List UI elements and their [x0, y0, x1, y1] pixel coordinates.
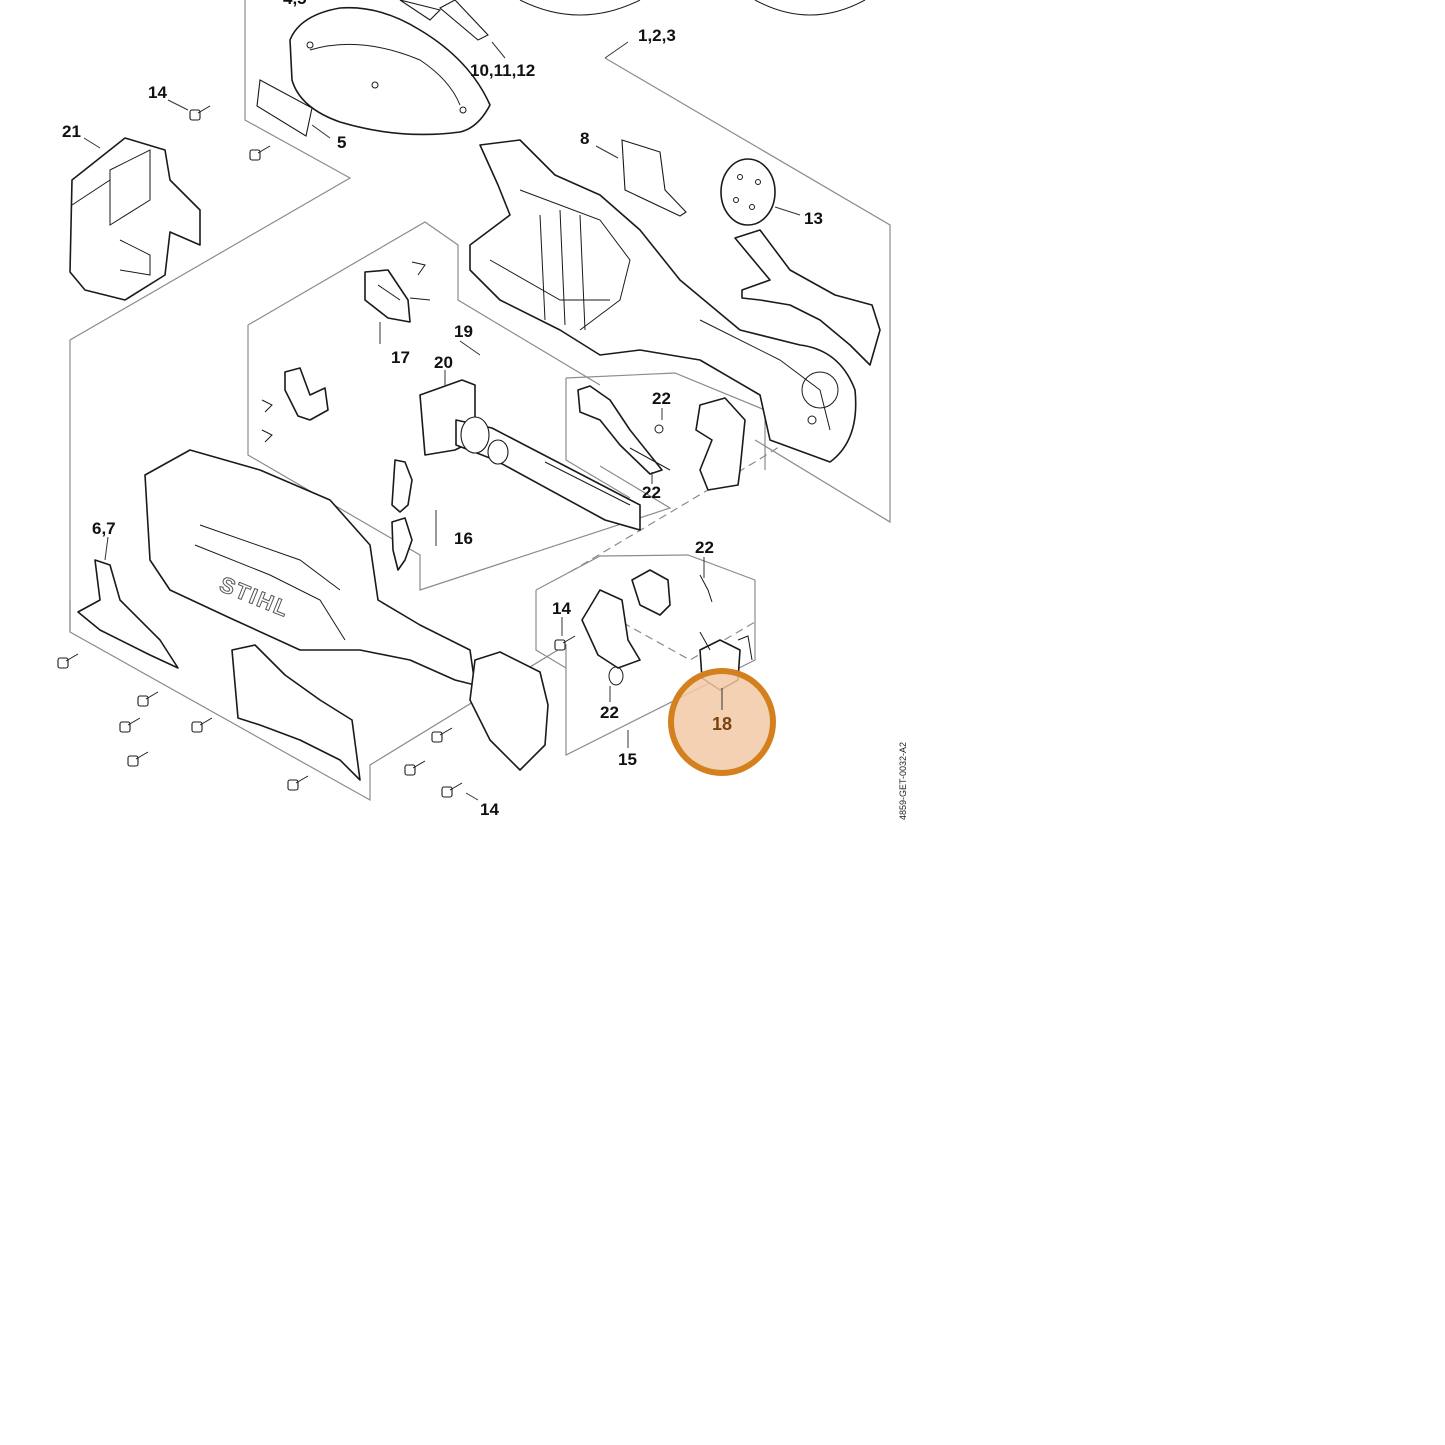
- screw-icon: [189, 105, 211, 121]
- label-sticker-5: [256, 79, 313, 137]
- strip-part-6-7: [77, 559, 179, 669]
- screw-icon: [127, 751, 149, 767]
- callout-19: 19: [454, 322, 473, 341]
- drawing-id: 4859-GET-0032-A2: [898, 742, 908, 820]
- callout-8: 8: [580, 129, 589, 148]
- highlight-circle[interactable]: [668, 668, 776, 776]
- callout-13: 13: [804, 209, 823, 228]
- screw-icon: [404, 760, 426, 776]
- callout-4-5: 4,5: [283, 0, 307, 8]
- screw-icon: [554, 635, 576, 651]
- group-outlines: [69, 0, 891, 802]
- lower-cover-strip-part: [231, 644, 361, 781]
- label-part-8: [621, 139, 687, 217]
- callout-16: 16: [454, 529, 473, 548]
- clip-part-21: [69, 137, 201, 301]
- callout-22-b: 22: [642, 483, 661, 502]
- switch-group-15: [581, 569, 713, 686]
- callout-14-b: 14: [552, 599, 571, 618]
- callout-21: 21: [62, 122, 81, 141]
- screw-icon: [137, 691, 159, 707]
- screw-icon: [441, 782, 463, 798]
- disc-part-13: [720, 158, 776, 226]
- screw-icon: [191, 717, 213, 733]
- callout-10-11-12: 10,11,12: [470, 61, 535, 80]
- callout-22-c: 22: [695, 538, 714, 557]
- callout-6-7: 6,7: [92, 519, 116, 538]
- callout-22-a: 22: [652, 389, 671, 408]
- rear-cap-part: [469, 651, 549, 771]
- top-cover-part: [289, 0, 491, 136]
- latch-lever-part: [261, 367, 329, 443]
- callout-14-c: 14: [480, 800, 499, 819]
- shaft-assembly-part-19-20: [419, 379, 641, 531]
- housing-half-left-part: STIHL: [144, 449, 476, 686]
- trigger-part-17: [364, 261, 431, 323]
- screw-group: [57, 105, 576, 798]
- side-cover-strip-part: [734, 229, 881, 366]
- callout-labels: 4,5 10,11,12 1,2,3 14 5 21 8 13 19 20 17…: [62, 0, 823, 819]
- screw-icon: [57, 653, 79, 669]
- highlight-part-18[interactable]: 18: [668, 668, 776, 776]
- leader-lines: [83, 41, 801, 801]
- highlight-label[interactable]: 18: [712, 714, 732, 734]
- callout-14: 14: [148, 83, 167, 102]
- housing-half-part: [469, 139, 857, 463]
- callout-1-2-3: 1,2,3: [638, 26, 676, 45]
- lever-set-22-upper: [577, 385, 746, 491]
- screw-icon: [249, 145, 271, 161]
- callout-5: 5: [337, 133, 346, 152]
- screw-icon: [287, 775, 309, 791]
- callout-17: 17: [391, 348, 410, 367]
- callout-22-d: 22: [600, 703, 619, 722]
- callout-15: 15: [618, 750, 637, 769]
- partial-circles: [519, 0, 866, 16]
- small-levers-part-16: [391, 459, 413, 571]
- callout-20: 20: [434, 353, 453, 372]
- screw-icon: [431, 727, 453, 743]
- screw-icon: [119, 717, 141, 733]
